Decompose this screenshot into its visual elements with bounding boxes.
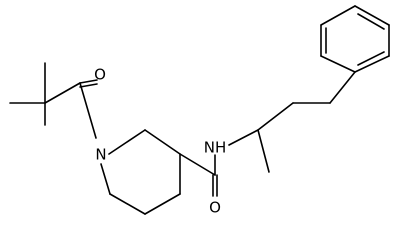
atom-nitrogen-ring: N — [95, 146, 106, 164]
bond-phenyl-3 — [354, 5, 390, 26]
bond-ring-c5-c6 — [109, 193, 146, 215]
bond-phenyl-4 — [320, 5, 356, 26]
atom-oxygen-top: O — [94, 66, 106, 84]
bond-carbonyl-to-n — [79, 82, 97, 139]
bond-tbutyl-carbonyl — [44, 82, 81, 104]
molecule-canvas: O N NH O — [9, 5, 390, 217]
bond-ring-c4-c5 — [144, 193, 181, 215]
bonds — [9, 5, 390, 215]
molecule-structure: O N NH O — [9, 5, 390, 217]
bond-carbonyl-oxygen-2 — [79, 83, 98, 88]
bond-ch2-phenyl — [329, 71, 356, 104]
bond-ring-n-c2 — [108, 129, 146, 155]
bond-phenyl-6 — [320, 55, 356, 73]
bond-carbonyl-oxygen-1 — [79, 79, 98, 84]
atom-labels: O N NH O — [94, 66, 226, 217]
bond-ch-methyl — [257, 129, 270, 173]
bond-ch-ch2 — [257, 102, 294, 131]
bond-phenyl-inner-1 — [357, 51, 385, 66]
bond-nh-ch — [228, 129, 259, 146]
bond-phenyl-inner-2 — [357, 13, 385, 30]
bond-ring-c2-c3 — [144, 129, 181, 155]
atom-amide-nh: NH — [204, 139, 227, 157]
bond-ring-c6-n — [100, 163, 111, 195]
atom-oxygen-bottom: O — [209, 199, 221, 217]
bond-phenyl-1 — [354, 55, 390, 73]
bond-c3-amide-carbon — [179, 153, 216, 176]
